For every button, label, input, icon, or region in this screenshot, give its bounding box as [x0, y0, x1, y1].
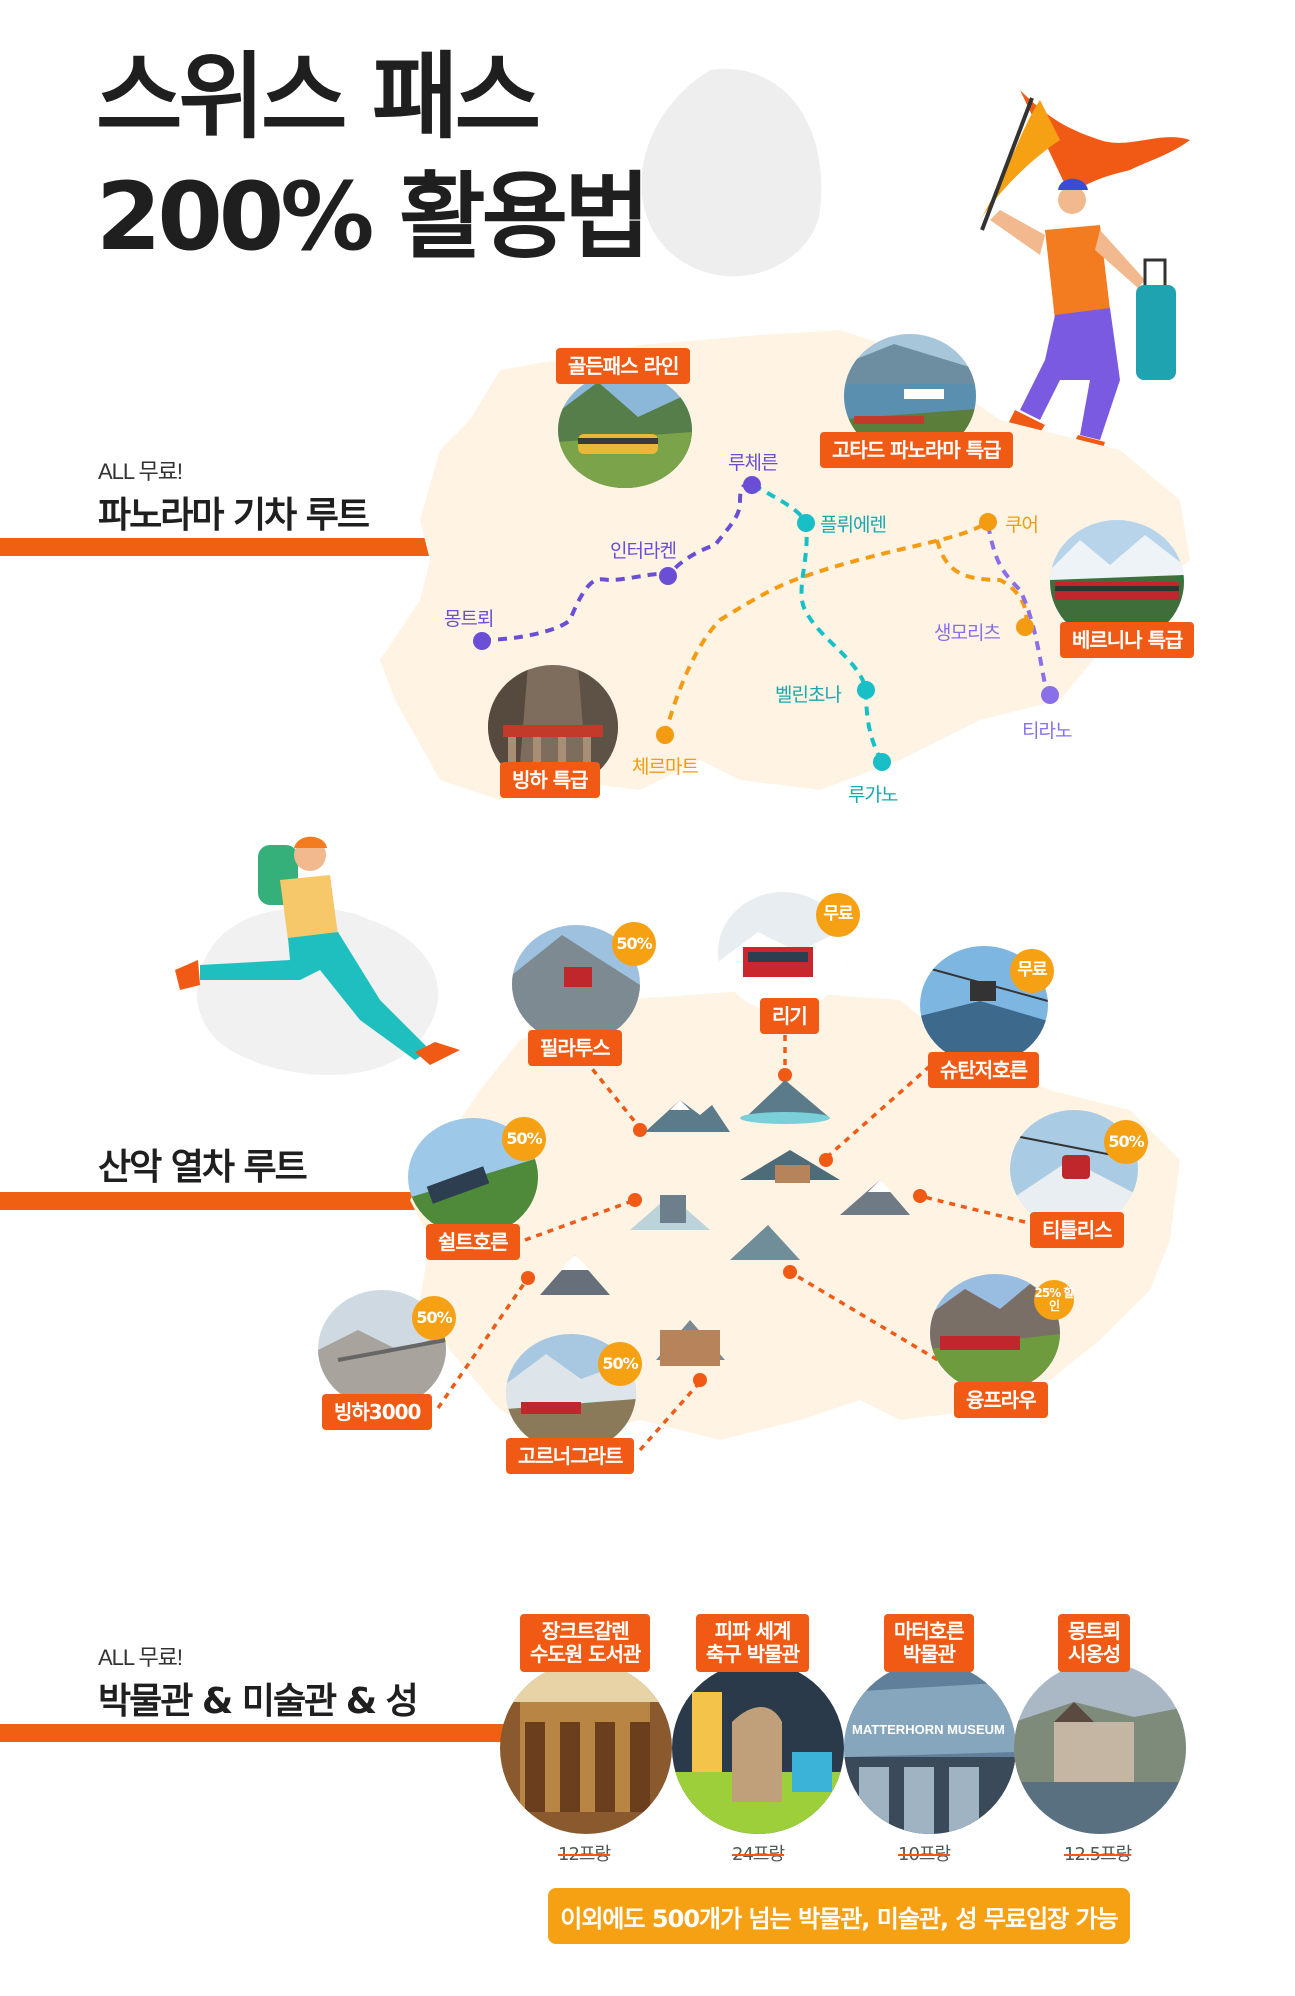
titlis-badge: 50% [1104, 1120, 1148, 1164]
free-entry-note: 이외에도 500개가 넘는 박물관, 미술관, 성 무료입장 가능 [548, 1888, 1130, 1944]
matterhorn-museum-photo [844, 1662, 1016, 1834]
glacier-express-tag: 빙하 특급 [500, 762, 600, 798]
fifa-tag: 피파 세계 축구 박물관 [696, 1614, 809, 1672]
fluelen-dot [797, 514, 815, 532]
pilatus-tag: 필라투스 [528, 1030, 622, 1066]
titlis-tag: 티틀리스 [1030, 1212, 1124, 1248]
jungfrau-badge: 25% 할인 [1034, 1280, 1074, 1320]
station-fluelen: 플뤼에렌 [820, 514, 887, 536]
schilthorn-tag: 쉴트호른 [426, 1224, 520, 1260]
golden-pass-tag: 골든패스 라인 [556, 348, 691, 384]
fifa-museum-photo [672, 1662, 844, 1834]
chur-dot [979, 513, 997, 531]
schilthorn-badge: 50% [502, 1117, 546, 1161]
teal-route-line [752, 483, 884, 763]
stanserhorn-photo [920, 946, 1048, 1064]
station-bellinzona: 벨린초나 [775, 684, 842, 706]
panorama-accent-bar [0, 538, 430, 556]
glacier3000-badge: 50% [412, 1296, 456, 1340]
st-gallen-price: 12프랑 [558, 1844, 611, 1865]
chillon-price: 12.5프랑 [1064, 1844, 1132, 1865]
st-gallen-line1: 장크트갈렌 [541, 1619, 630, 1643]
golden-pass-photo [558, 372, 692, 488]
gornergrat-badge: 50% [598, 1342, 642, 1386]
panorama-kicker: ALL 무료! [98, 459, 183, 484]
montreux-dot [473, 632, 491, 650]
backpacker-illustration [175, 836, 460, 1075]
mountain-accent-bar [0, 1192, 420, 1210]
jungfrau-tag: 융프라우 [954, 1382, 1048, 1418]
station-st-moritz: 생모리츠 [934, 622, 1001, 644]
station-interlaken: 인터라켄 [610, 540, 677, 562]
schilthorn-photo [408, 1118, 538, 1236]
museums-heading: 박물관 & 미술관 & 성 [98, 1681, 419, 1722]
bellinzona-dot [857, 681, 875, 699]
matterhorn-price: 10프랑 [898, 1844, 951, 1865]
mountain-heading: 산악 열차 루트 [98, 1147, 308, 1188]
rigi-badge: 무료 [816, 893, 860, 937]
bernina-tag: 베르니나 특급 [1060, 622, 1195, 658]
rigi-tag: 리기 [760, 998, 819, 1034]
fifa-price: 24프랑 [732, 1844, 785, 1865]
st-gallen-line2: 수도원 도서관 [530, 1642, 641, 1666]
station-montreux: 몽트뢰 [444, 608, 494, 630]
museums-kicker: ALL 무료! [98, 1645, 183, 1670]
matterhorn-line2: 박물관 [902, 1642, 956, 1666]
panorama-heading: 파노라마 기차 루트 [98, 495, 370, 536]
museums-accent-bar [0, 1724, 520, 1742]
jungfrau-photo [930, 1274, 1060, 1392]
station-chur: 쿠어 [1005, 514, 1039, 536]
station-tirano: 티라노 [1022, 720, 1072, 742]
chillon-tag: 몽트뢰 시옹성 [1058, 1614, 1131, 1672]
decorative-blob [641, 68, 822, 277]
mountain-icons [540, 1080, 910, 1366]
chillon-line1: 몽트뢰 [1068, 1619, 1121, 1643]
stanserhorn-tag: 슈탄저호른 [928, 1052, 1039, 1088]
title-line-2: 200% 활용법 [96, 163, 651, 273]
gotthard-tag: 고타드 파노라마 특급 [820, 432, 1013, 468]
matterhorn-line1: 마터호른 [894, 1619, 965, 1643]
st-gallen-tag: 장크트갈렌 수도원 도서관 [520, 1614, 651, 1672]
fifa-line2: 축구 박물관 [706, 1642, 800, 1666]
st-moritz-dot [1016, 618, 1034, 636]
zermatt-dot [656, 726, 674, 744]
stanserhorn-badge: 무료 [1010, 949, 1054, 993]
glacier3000-tag: 빙하3000 [322, 1394, 433, 1430]
matterhorn-sign: MATTERHORN MUSEUM [852, 1722, 1005, 1737]
station-lugano: 루가노 [848, 784, 898, 806]
pilatus-badge: 50% [612, 922, 656, 966]
matterhorn-tag: 마터호른 박물관 [884, 1614, 974, 1672]
lucerne-dot [743, 476, 761, 494]
fifa-line1: 피파 세계 [714, 1619, 792, 1643]
station-lucerne: 루체른 [728, 452, 778, 474]
page-title: 스위스 패스 200% 활용법 [96, 38, 651, 279]
station-zermatt: 체르마트 [632, 756, 699, 778]
st-gallen-library-photo [500, 1662, 672, 1834]
title-line-1: 스위스 패스 [96, 43, 541, 152]
tirano-dot [1041, 686, 1059, 704]
lugano-dot [873, 753, 891, 771]
interlaken-dot [659, 567, 677, 585]
gornergrat-tag: 고르너그라트 [506, 1438, 635, 1474]
glacier3000-photo [318, 1290, 446, 1408]
traveler-flag-illustration [980, 90, 1190, 458]
chillon-line2: 시옹성 [1068, 1642, 1121, 1666]
chillon-castle-photo [1014, 1662, 1186, 1834]
